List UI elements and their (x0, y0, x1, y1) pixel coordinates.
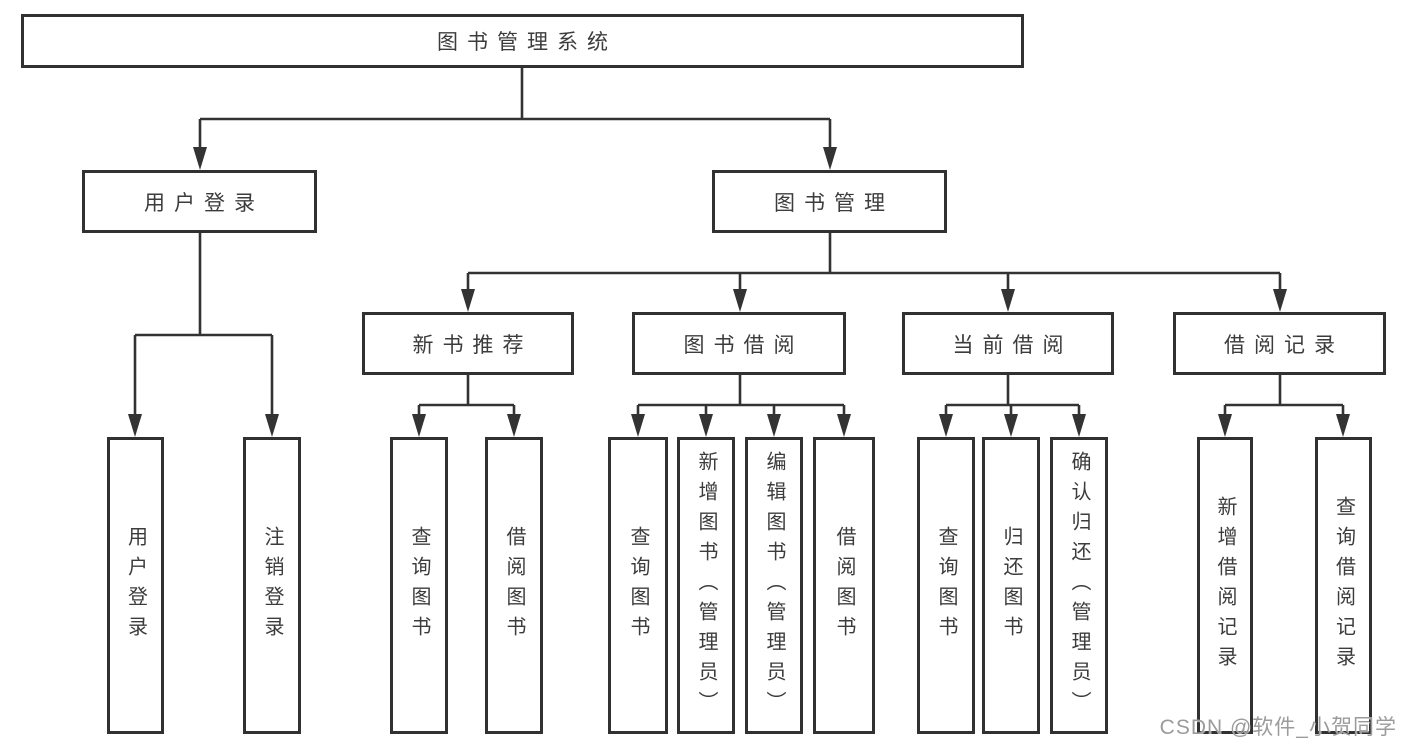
leaf-label: 编辑图书（管理员） (763, 450, 785, 721)
leaf-query-books-recommend: 查询图书 (390, 437, 448, 734)
node-library-management-system: 图书管理系统 (21, 14, 1024, 68)
leaf-add-borrow-record: 新增借阅记录 (1197, 437, 1253, 734)
leaf-label: 注销登录 (261, 525, 283, 646)
leaf-borrow-books: 借阅图书 (813, 437, 875, 734)
leaf-label: 新增借阅记录 (1214, 495, 1236, 676)
leaf-label: 查询图书 (935, 525, 957, 646)
leaf-label: 确认归还（管理员） (1068, 450, 1090, 721)
leaf-label: 查询图书 (627, 525, 649, 646)
leaf-borrow-books-recommend: 借阅图书 (485, 437, 543, 734)
leaf-return-books: 归还图书 (982, 437, 1040, 734)
leaf-confirm-return-admin: 确认归还（管理员） (1050, 437, 1108, 734)
node-book-management: 图书管理 (712, 170, 947, 233)
leaf-label: 新增图书（管理员） (695, 450, 717, 721)
leaf-label: 查询图书 (408, 525, 430, 646)
leaf-label: 用户登录 (124, 525, 147, 646)
leaf-query-borrow-record: 查询借阅记录 (1315, 437, 1372, 734)
leaf-label: 借阅图书 (503, 525, 525, 646)
leaf-query-books-borrow: 查询图书 (608, 437, 668, 734)
arrowhead-icons (128, 147, 1350, 437)
leaf-query-books-current: 查询图书 (917, 437, 975, 734)
node-user-login: 用户登录 (82, 170, 317, 233)
node-new-book-recommend: 新书推荐 (362, 312, 574, 375)
leaf-edit-books-admin: 编辑图书（管理员） (745, 437, 803, 734)
leaf-user-login: 用户登录 (107, 437, 164, 734)
node-borrow-record: 借阅记录 (1173, 312, 1386, 375)
watermark: CSDN @软件_小贺同学 (1159, 716, 1397, 739)
node-book-borrow: 图书借阅 (632, 312, 846, 375)
leaf-label: 查询借阅记录 (1332, 495, 1355, 676)
leaf-label: 借阅图书 (833, 525, 855, 646)
leaf-logout: 注销登录 (243, 437, 301, 734)
leaf-add-books-admin: 新增图书（管理员） (677, 437, 735, 734)
node-current-borrow: 当前借阅 (902, 312, 1114, 375)
leaf-label: 归还图书 (1000, 525, 1022, 646)
